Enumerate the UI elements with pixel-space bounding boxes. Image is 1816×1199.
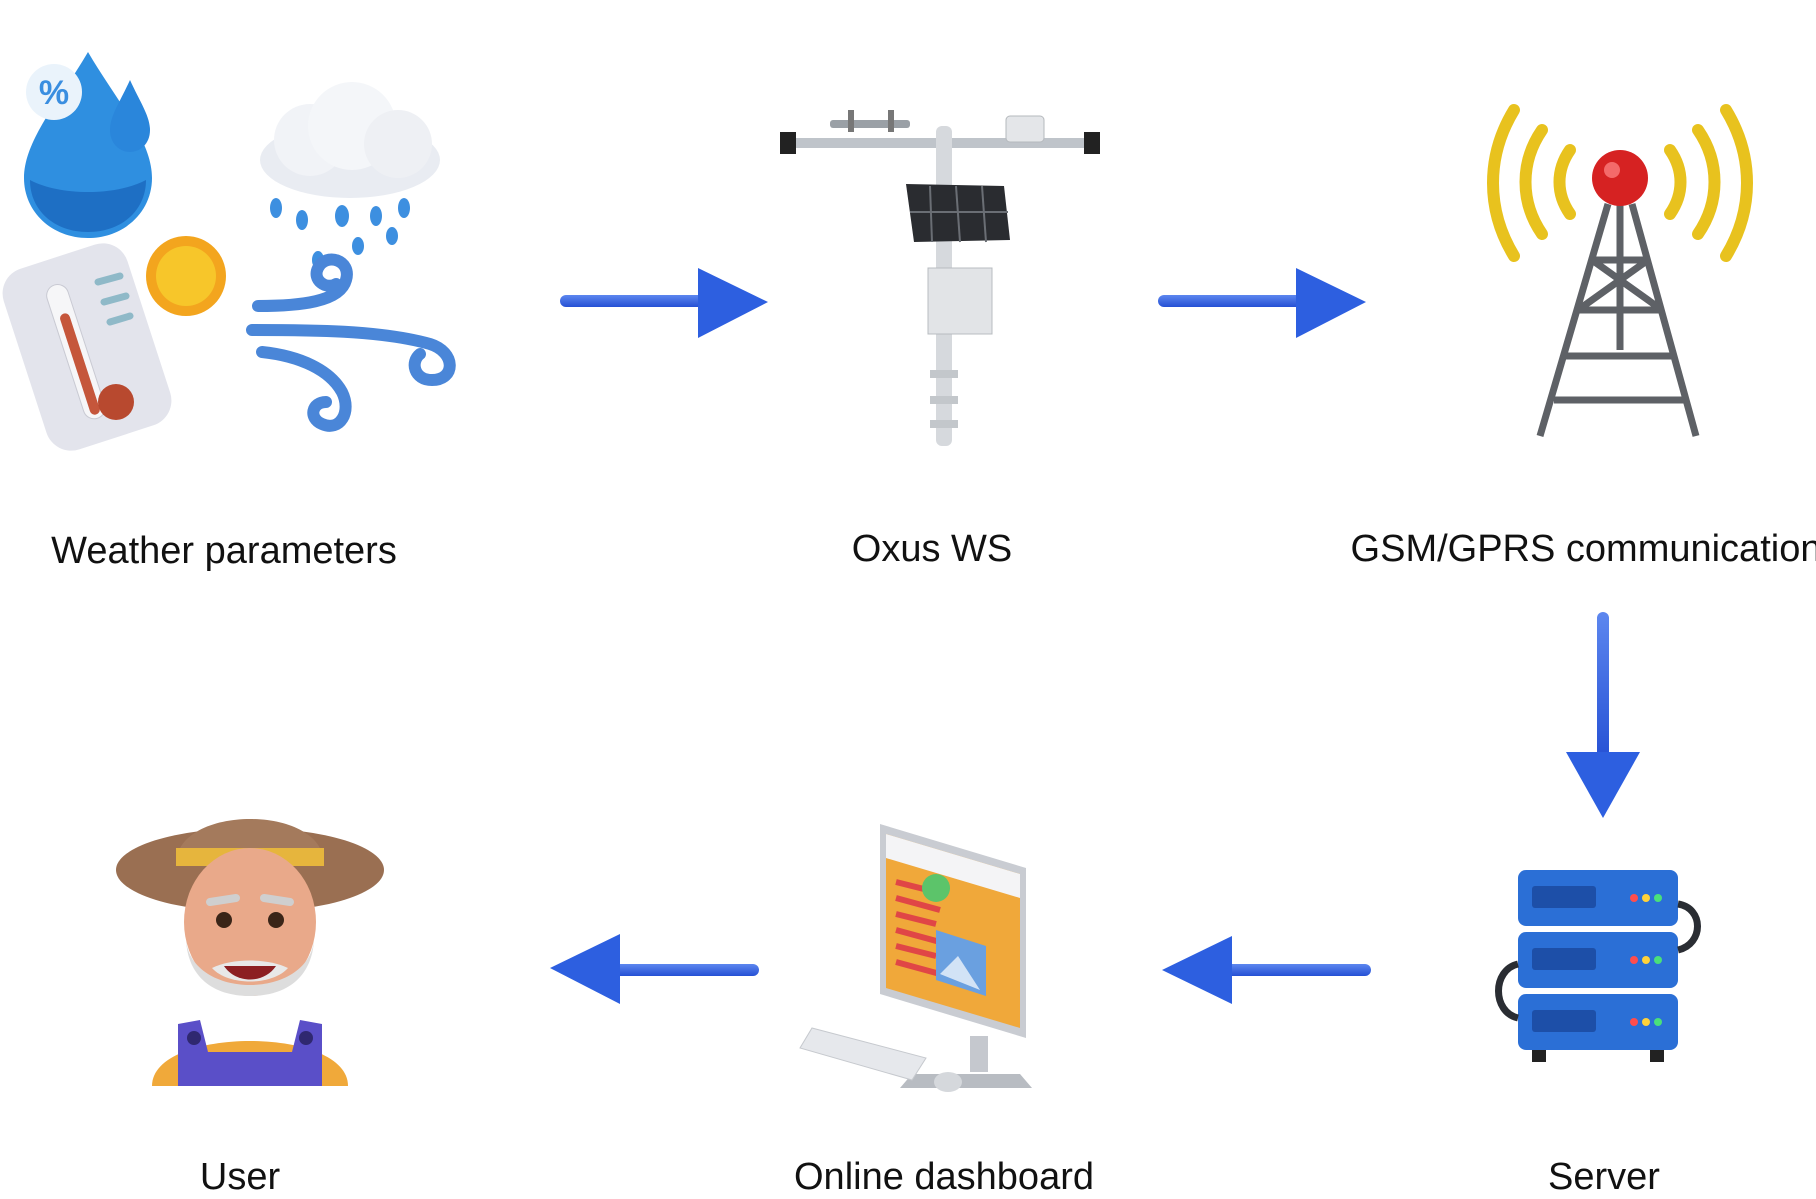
dashboard-label: Online dashboard: [794, 1156, 1094, 1198]
server-node: [1478, 864, 1718, 1070]
weather-station-label: Oxus WS: [851, 528, 1013, 570]
cell-tower-node: [1487, 100, 1753, 440]
thermometer-icon: [2, 243, 172, 451]
humidity-icon: %: [24, 52, 152, 238]
dashboard-node: [799, 818, 1100, 1106]
cell-tower-icon: [1487, 104, 1753, 437]
weather-station-icon: [780, 110, 1100, 446]
weather-station-node: [770, 100, 1110, 450]
rain-cloud-icon: [260, 82, 440, 269]
wind-icon: [246, 253, 456, 432]
weather-parameters-label: Weather parameters: [51, 530, 397, 572]
server-label: Server: [1548, 1156, 1660, 1198]
server-rack-icon: [1495, 870, 1701, 1062]
weather-parameters-icon: %: [2, 52, 456, 451]
weather-parameters-node: %: [0, 40, 480, 460]
user-node: [112, 790, 388, 1090]
gsm-label: GSM/GPRS communication: [1350, 528, 1816, 570]
arrow-gsm-to-server: [1566, 612, 1640, 818]
arrow-station-to-gsm: [1158, 268, 1366, 338]
svg-text:%: %: [39, 74, 69, 112]
user-label: User: [199, 1156, 281, 1198]
arrow-dashboard-to-user: [550, 934, 759, 1004]
sun-icon: [146, 236, 226, 316]
farmer-avatar-icon: [116, 819, 384, 1086]
arrow-weather-to-station: [560, 268, 768, 338]
arrow-server-to-dashboard: [1162, 936, 1371, 1004]
desktop-computer-icon: [799, 824, 1032, 1092]
